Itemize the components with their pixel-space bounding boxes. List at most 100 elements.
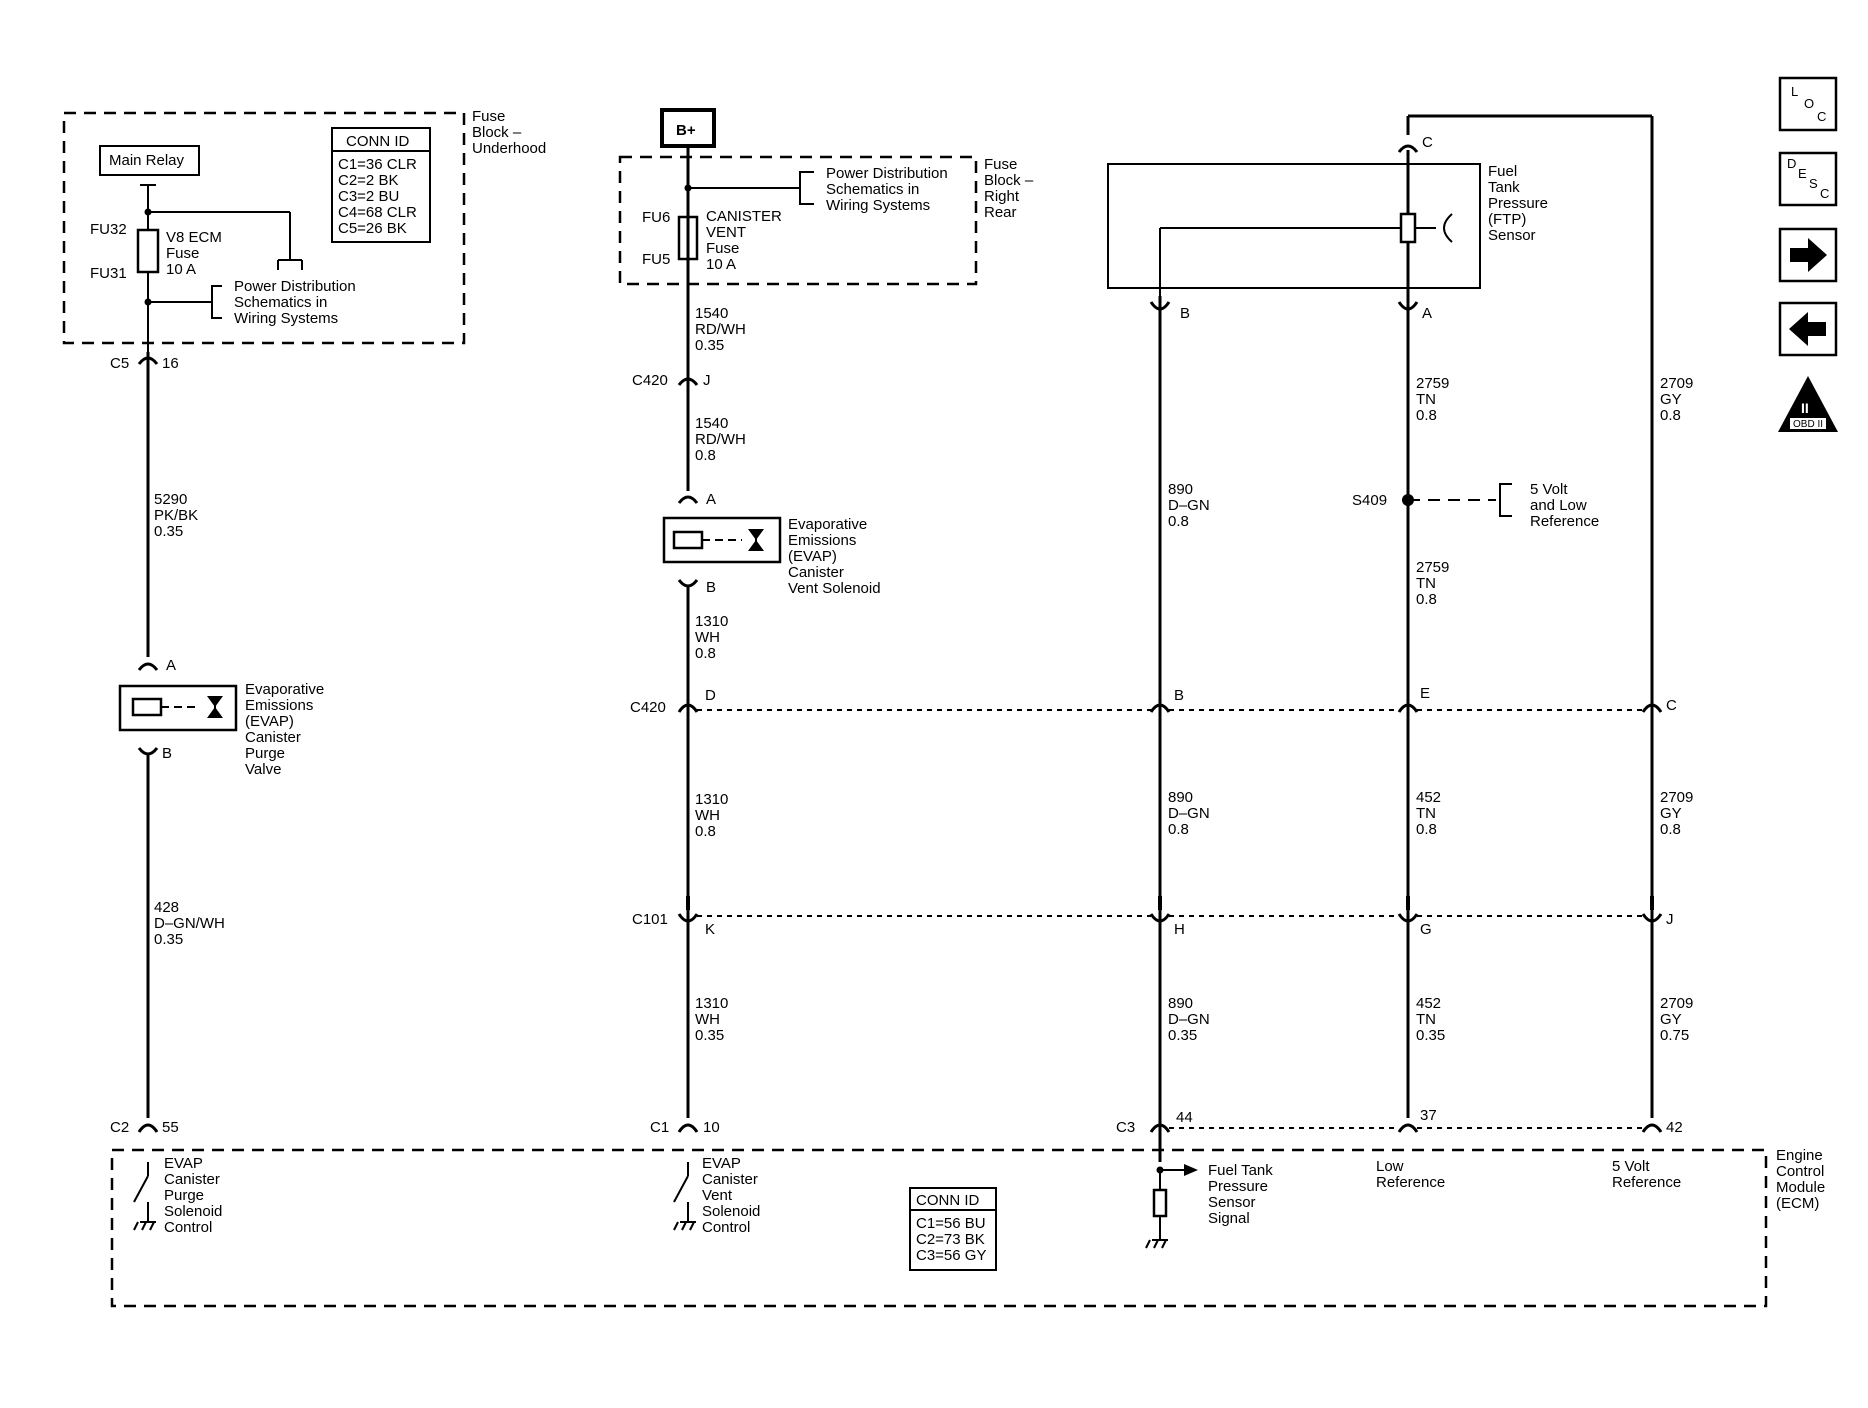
svg-text:RD/WH: RD/WH (695, 431, 746, 448)
svg-text:GY: GY (1660, 1011, 1682, 1028)
svg-text:Power Distribution: Power Distribution (826, 165, 948, 182)
connector-symbols: C5 16 C420 J A B A B C420 D B E C (110, 355, 1683, 1136)
svg-text:Block –: Block – (984, 172, 1034, 189)
svg-text:CANISTER: CANISTER (706, 208, 782, 225)
svg-text:L: L (1791, 84, 1798, 99)
svg-text:C1=36 CLR: C1=36 CLR (338, 156, 417, 173)
svg-text:G: G (1420, 921, 1432, 938)
svg-text:890: 890 (1168, 995, 1193, 1012)
svg-text:428: 428 (154, 899, 179, 916)
svg-text:Right: Right (984, 188, 1020, 205)
arrow-right-icon (1790, 238, 1827, 272)
svg-text:Pressure: Pressure (1488, 195, 1548, 212)
next-page-button[interactable] (1778, 227, 1838, 283)
wire-5290: 5290 PK/BK 0.35 (154, 491, 198, 540)
svg-text:55: 55 (162, 1119, 179, 1136)
svg-text:C3=56 GY: C3=56 GY (916, 1247, 986, 1264)
svg-text:D–GN: D–GN (1168, 805, 1210, 822)
arrow-left-icon (1789, 312, 1826, 346)
svg-text:1310: 1310 (695, 995, 728, 1012)
svg-text:S409: S409 (1352, 492, 1387, 509)
fuse-v8-ecm (136, 228, 160, 274)
svg-text:VENT: VENT (706, 224, 746, 241)
svg-text:D–GN/WH: D–GN/WH (154, 915, 225, 932)
svg-text:TN: TN (1416, 575, 1436, 592)
svg-text:Fuse: Fuse (166, 245, 199, 262)
svg-text:WH: WH (695, 1011, 720, 1028)
svg-text:TN: TN (1416, 805, 1436, 822)
svg-text:Pressure: Pressure (1208, 1178, 1268, 1195)
svg-text:Sensor: Sensor (1488, 227, 1536, 244)
svg-text:Schematics in: Schematics in (234, 294, 327, 311)
svg-text:Rear: Rear (984, 204, 1017, 221)
svg-text:Control: Control (1776, 1163, 1824, 1180)
svg-text:V8 ECM: V8 ECM (166, 229, 222, 246)
svg-text:452: 452 (1416, 995, 1441, 1012)
solenoid-coil-icon (672, 530, 704, 550)
wire-2759-upper: 2759 TN 0.8 (1416, 375, 1449, 424)
svg-text:E: E (1420, 685, 1430, 702)
wire-428: 428 D–GN/WH 0.35 (154, 899, 225, 948)
svg-text:Fuel: Fuel (1488, 163, 1517, 180)
svg-text:Fuse: Fuse (472, 108, 505, 125)
wire-890-lower: 890 D–GN 0.35 (1168, 995, 1210, 1044)
svg-text:FU31: FU31 (90, 265, 127, 282)
svg-text:C3=2 BU: C3=2 BU (338, 188, 399, 205)
wire-890-upper: 890 D–GN 0.8 (1168, 481, 1210, 530)
svg-text:2759: 2759 (1416, 375, 1449, 392)
svg-text:WH: WH (695, 807, 720, 824)
svg-text:EVAP: EVAP (702, 1155, 741, 1172)
previous-page-button[interactable] (1778, 301, 1838, 357)
svg-text:Purge: Purge (245, 745, 285, 762)
svg-text:D: D (705, 687, 716, 704)
svg-text:Schematics in: Schematics in (826, 181, 919, 198)
svg-text:C101: C101 (632, 911, 668, 928)
svg-text:0.8: 0.8 (1416, 407, 1437, 424)
svg-text:Power Distribution: Power Distribution (234, 278, 356, 295)
wire-harness (146, 114, 1654, 1162)
svg-text:Canister: Canister (164, 1171, 220, 1188)
svg-text:0.8: 0.8 (1168, 821, 1189, 838)
svg-text:D–GN: D–GN (1168, 1011, 1210, 1028)
svg-text:B: B (1180, 305, 1190, 322)
svg-text:0.8: 0.8 (1660, 821, 1681, 838)
svg-text:Fuse: Fuse (706, 240, 739, 257)
svg-text:K: K (705, 921, 715, 938)
svg-text:452: 452 (1416, 789, 1441, 806)
svg-text:44: 44 (1176, 1109, 1193, 1126)
wire-2709-upper: 2709 GY 0.8 (1660, 375, 1693, 424)
engine-control-module: Engine Control Module (ECM) EVAP Caniste… (110, 1147, 1825, 1308)
svg-text:CONN ID: CONN ID (916, 1192, 980, 1209)
svg-text:5290: 5290 (154, 491, 187, 508)
svg-text:0.35: 0.35 (695, 1027, 724, 1044)
svg-text:(ECM): (ECM) (1776, 1195, 1819, 1212)
obd-ii-button[interactable]: II OBD II (1778, 376, 1838, 432)
svg-text:A: A (706, 491, 716, 508)
svg-text:FU5: FU5 (642, 251, 670, 268)
loc-button[interactable]: L O C (1778, 76, 1838, 132)
svg-text:10: 10 (703, 1119, 720, 1136)
desc-button[interactable]: D E S C (1778, 151, 1838, 207)
svg-text:37: 37 (1420, 1107, 1437, 1124)
svg-text:2709: 2709 (1660, 789, 1693, 806)
purge-control-switch: EVAP Canister Purge Solenoid Control (133, 1155, 222, 1236)
svg-text:GY: GY (1660, 805, 1682, 822)
svg-text:2709: 2709 (1660, 995, 1693, 1012)
conn-id-table-ecm: CONN ID C1=56 BU C2=73 BK C3=56 GY (909, 1187, 997, 1271)
wire-1310-lower: 1310 WH 0.35 (695, 995, 728, 1044)
svg-text:0.35: 0.35 (154, 931, 183, 948)
svg-text:A: A (1422, 305, 1432, 322)
svg-text:0.35: 0.35 (1416, 1027, 1445, 1044)
svg-text:Solenoid: Solenoid (702, 1203, 760, 1220)
fuse-block-underhood: Fuse Block – Underhood Main Relay CONN I… (62, 108, 546, 352)
svg-text:0.8: 0.8 (1416, 591, 1437, 608)
wire-1310-middle: 1310 WH 0.8 (695, 791, 728, 840)
svg-text:Engine: Engine (1776, 1147, 1823, 1164)
wire-2709-lower: 2709 GY 0.75 (1660, 995, 1693, 1044)
svg-text:C1=56 BU: C1=56 BU (916, 1215, 986, 1232)
svg-text:C420: C420 (630, 699, 666, 716)
svg-text:C: C (1666, 697, 1677, 714)
svg-text:B: B (1174, 687, 1184, 704)
svg-text:1310: 1310 (695, 791, 728, 808)
svg-text:10 A: 10 A (166, 261, 196, 278)
